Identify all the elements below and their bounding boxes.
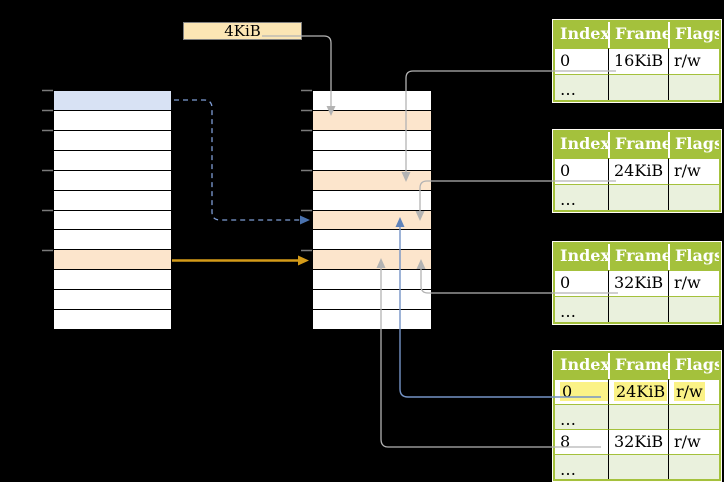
index-cell: … <box>555 296 608 322</box>
index-cell: … <box>555 454 608 479</box>
flags-cell <box>668 184 719 210</box>
memory-row <box>54 310 171 330</box>
memory-row <box>313 130 431 151</box>
frame-row <box>313 210 431 231</box>
table-row-ellipsis: … <box>555 404 719 429</box>
flags-cell <box>668 74 719 100</box>
selected-page-row <box>54 91 171 111</box>
frame-row <box>313 250 431 271</box>
mapped-page-row <box>54 250 171 271</box>
memory-row <box>313 190 431 211</box>
column-header-index: Index <box>555 132 608 158</box>
dashed-arrow-page-to-frame <box>174 99 310 225</box>
table-row-ellipsis: … <box>555 74 719 100</box>
physical-memory-column <box>312 90 432 330</box>
index-cell: 0 <box>555 158 608 184</box>
virtual-memory-column <box>53 90 172 330</box>
table-row: 0 32KiB r/w <box>555 270 719 296</box>
index-cell: 0 <box>555 270 608 296</box>
table-row-ellipsis: … <box>555 296 719 322</box>
memory-row <box>54 230 171 251</box>
index-cell: 0 <box>555 379 608 404</box>
index-cell: … <box>555 74 608 100</box>
table-row: 8 32KiB r/w <box>555 429 719 454</box>
table-header-row: Index Frame Flags <box>555 132 719 158</box>
index-cell: 0 <box>555 48 608 74</box>
flags-cell <box>668 454 719 479</box>
memory-row <box>313 290 431 311</box>
flags-cell: r/w <box>668 429 719 454</box>
memory-row <box>54 130 171 151</box>
left-column-ticks <box>42 89 53 252</box>
memory-row <box>313 150 431 171</box>
memory-row <box>313 270 431 291</box>
table-row-ellipsis: … <box>555 454 719 479</box>
index-cell: … <box>555 404 608 429</box>
column-header-frame: Frame <box>608 244 668 270</box>
memory-row <box>313 91 431 111</box>
memory-row <box>54 290 171 311</box>
column-header-frame: Frame <box>608 353 668 379</box>
column-header-index: Index <box>555 244 608 270</box>
frame-cell <box>608 454 668 479</box>
memory-row <box>313 230 431 251</box>
page-size-label: 4KiB <box>183 22 302 40</box>
highlighted-value: r/w <box>674 382 705 401</box>
flags-cell <box>668 404 719 429</box>
middle-column-ticks <box>301 89 312 252</box>
frame-row <box>313 110 431 131</box>
index-cell: 8 <box>555 429 608 454</box>
flags-cell: r/w <box>668 158 719 184</box>
column-header-index: Index <box>555 22 608 48</box>
table-header-row: Index Frame Flags <box>555 22 719 48</box>
column-header-frame: Frame <box>608 22 668 48</box>
memory-row <box>54 170 171 191</box>
table-row: 0 24KiB r/w <box>555 158 719 184</box>
table-row: 0 16KiB r/w <box>555 48 719 74</box>
highlighted-value: 0 <box>560 382 608 401</box>
page-table-4: Index Frame Flags 0 24KiB r/w … 8 32KiB … <box>552 350 722 482</box>
frame-cell: 32KiB <box>608 429 668 454</box>
frame-cell <box>608 184 668 210</box>
page-table-1: Index Frame Flags 0 16KiB r/w … <box>552 19 722 103</box>
memory-row <box>54 190 171 211</box>
flags-cell <box>668 296 719 322</box>
column-header-flags: Flags <box>668 353 719 379</box>
frame-cell <box>608 296 668 322</box>
highlighted-value: 24KiB <box>614 382 668 401</box>
index-cell: … <box>555 184 608 210</box>
table-header-row: Index Frame Flags <box>555 353 719 379</box>
column-header-index: Index <box>555 353 608 379</box>
column-header-flags: Flags <box>668 244 719 270</box>
page-table-2: Index Frame Flags 0 24KiB r/w … <box>552 129 722 213</box>
frame-cell: 16KiB <box>608 48 668 74</box>
frame-cell: 32KiB <box>608 270 668 296</box>
flags-cell: r/w <box>668 48 719 74</box>
frame-cell <box>608 404 668 429</box>
frame-cell: 24KiB <box>608 158 668 184</box>
memory-row <box>54 270 171 291</box>
column-header-flags: Flags <box>668 22 719 48</box>
table-row-ellipsis: … <box>555 184 719 210</box>
memory-row <box>313 310 431 330</box>
memory-row <box>54 210 171 231</box>
memory-row <box>54 110 171 131</box>
frame-row <box>313 170 431 191</box>
table-row-highlighted: 0 24KiB r/w <box>555 379 719 404</box>
column-header-frame: Frame <box>608 132 668 158</box>
frame-cell: 24KiB <box>608 379 668 404</box>
flags-cell: r/w <box>668 379 719 404</box>
column-header-flags: Flags <box>668 132 719 158</box>
table-header-row: Index Frame Flags <box>555 244 719 270</box>
memory-row <box>54 150 171 171</box>
page-table-3: Index Frame Flags 0 32KiB r/w … <box>552 241 722 325</box>
flags-cell: r/w <box>668 270 719 296</box>
frame-cell <box>608 74 668 100</box>
